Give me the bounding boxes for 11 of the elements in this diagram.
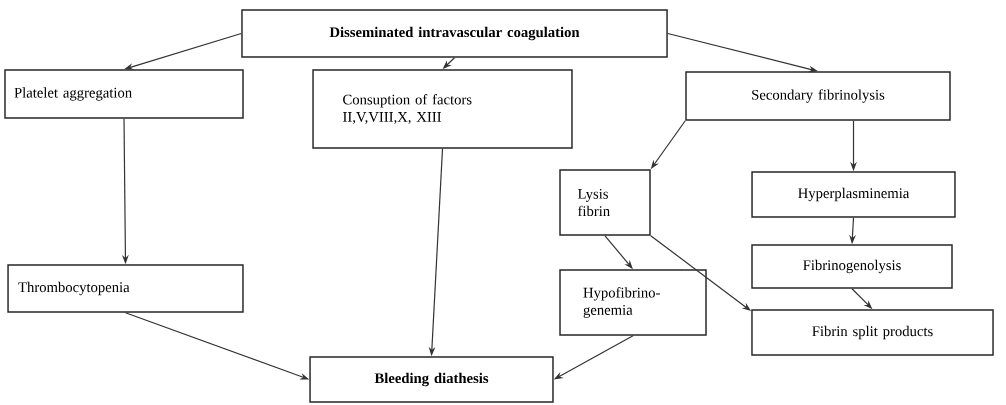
process-box: Consuption of factors II,V,VIII,X, XIII	[312, 69, 573, 149]
process-box: Hyperplasminemia	[751, 171, 956, 218]
process-box: Secondary fibrinolysis	[685, 71, 951, 121]
process-box: Lysis fibrin	[559, 169, 651, 236]
process-box: Fibrin split products	[751, 309, 994, 356]
process-box: Fibrinogenolysis	[751, 244, 953, 289]
process-box: Platelet aggregation	[4, 69, 244, 119]
process-box: Thrombocytopenia	[7, 264, 244, 313]
process-box: Bleeding diathesis	[309, 356, 554, 403]
process-box: Disseminated intravascular coagulation	[241, 9, 668, 58]
process-box: Hypofibrino- genemia	[559, 269, 707, 336]
